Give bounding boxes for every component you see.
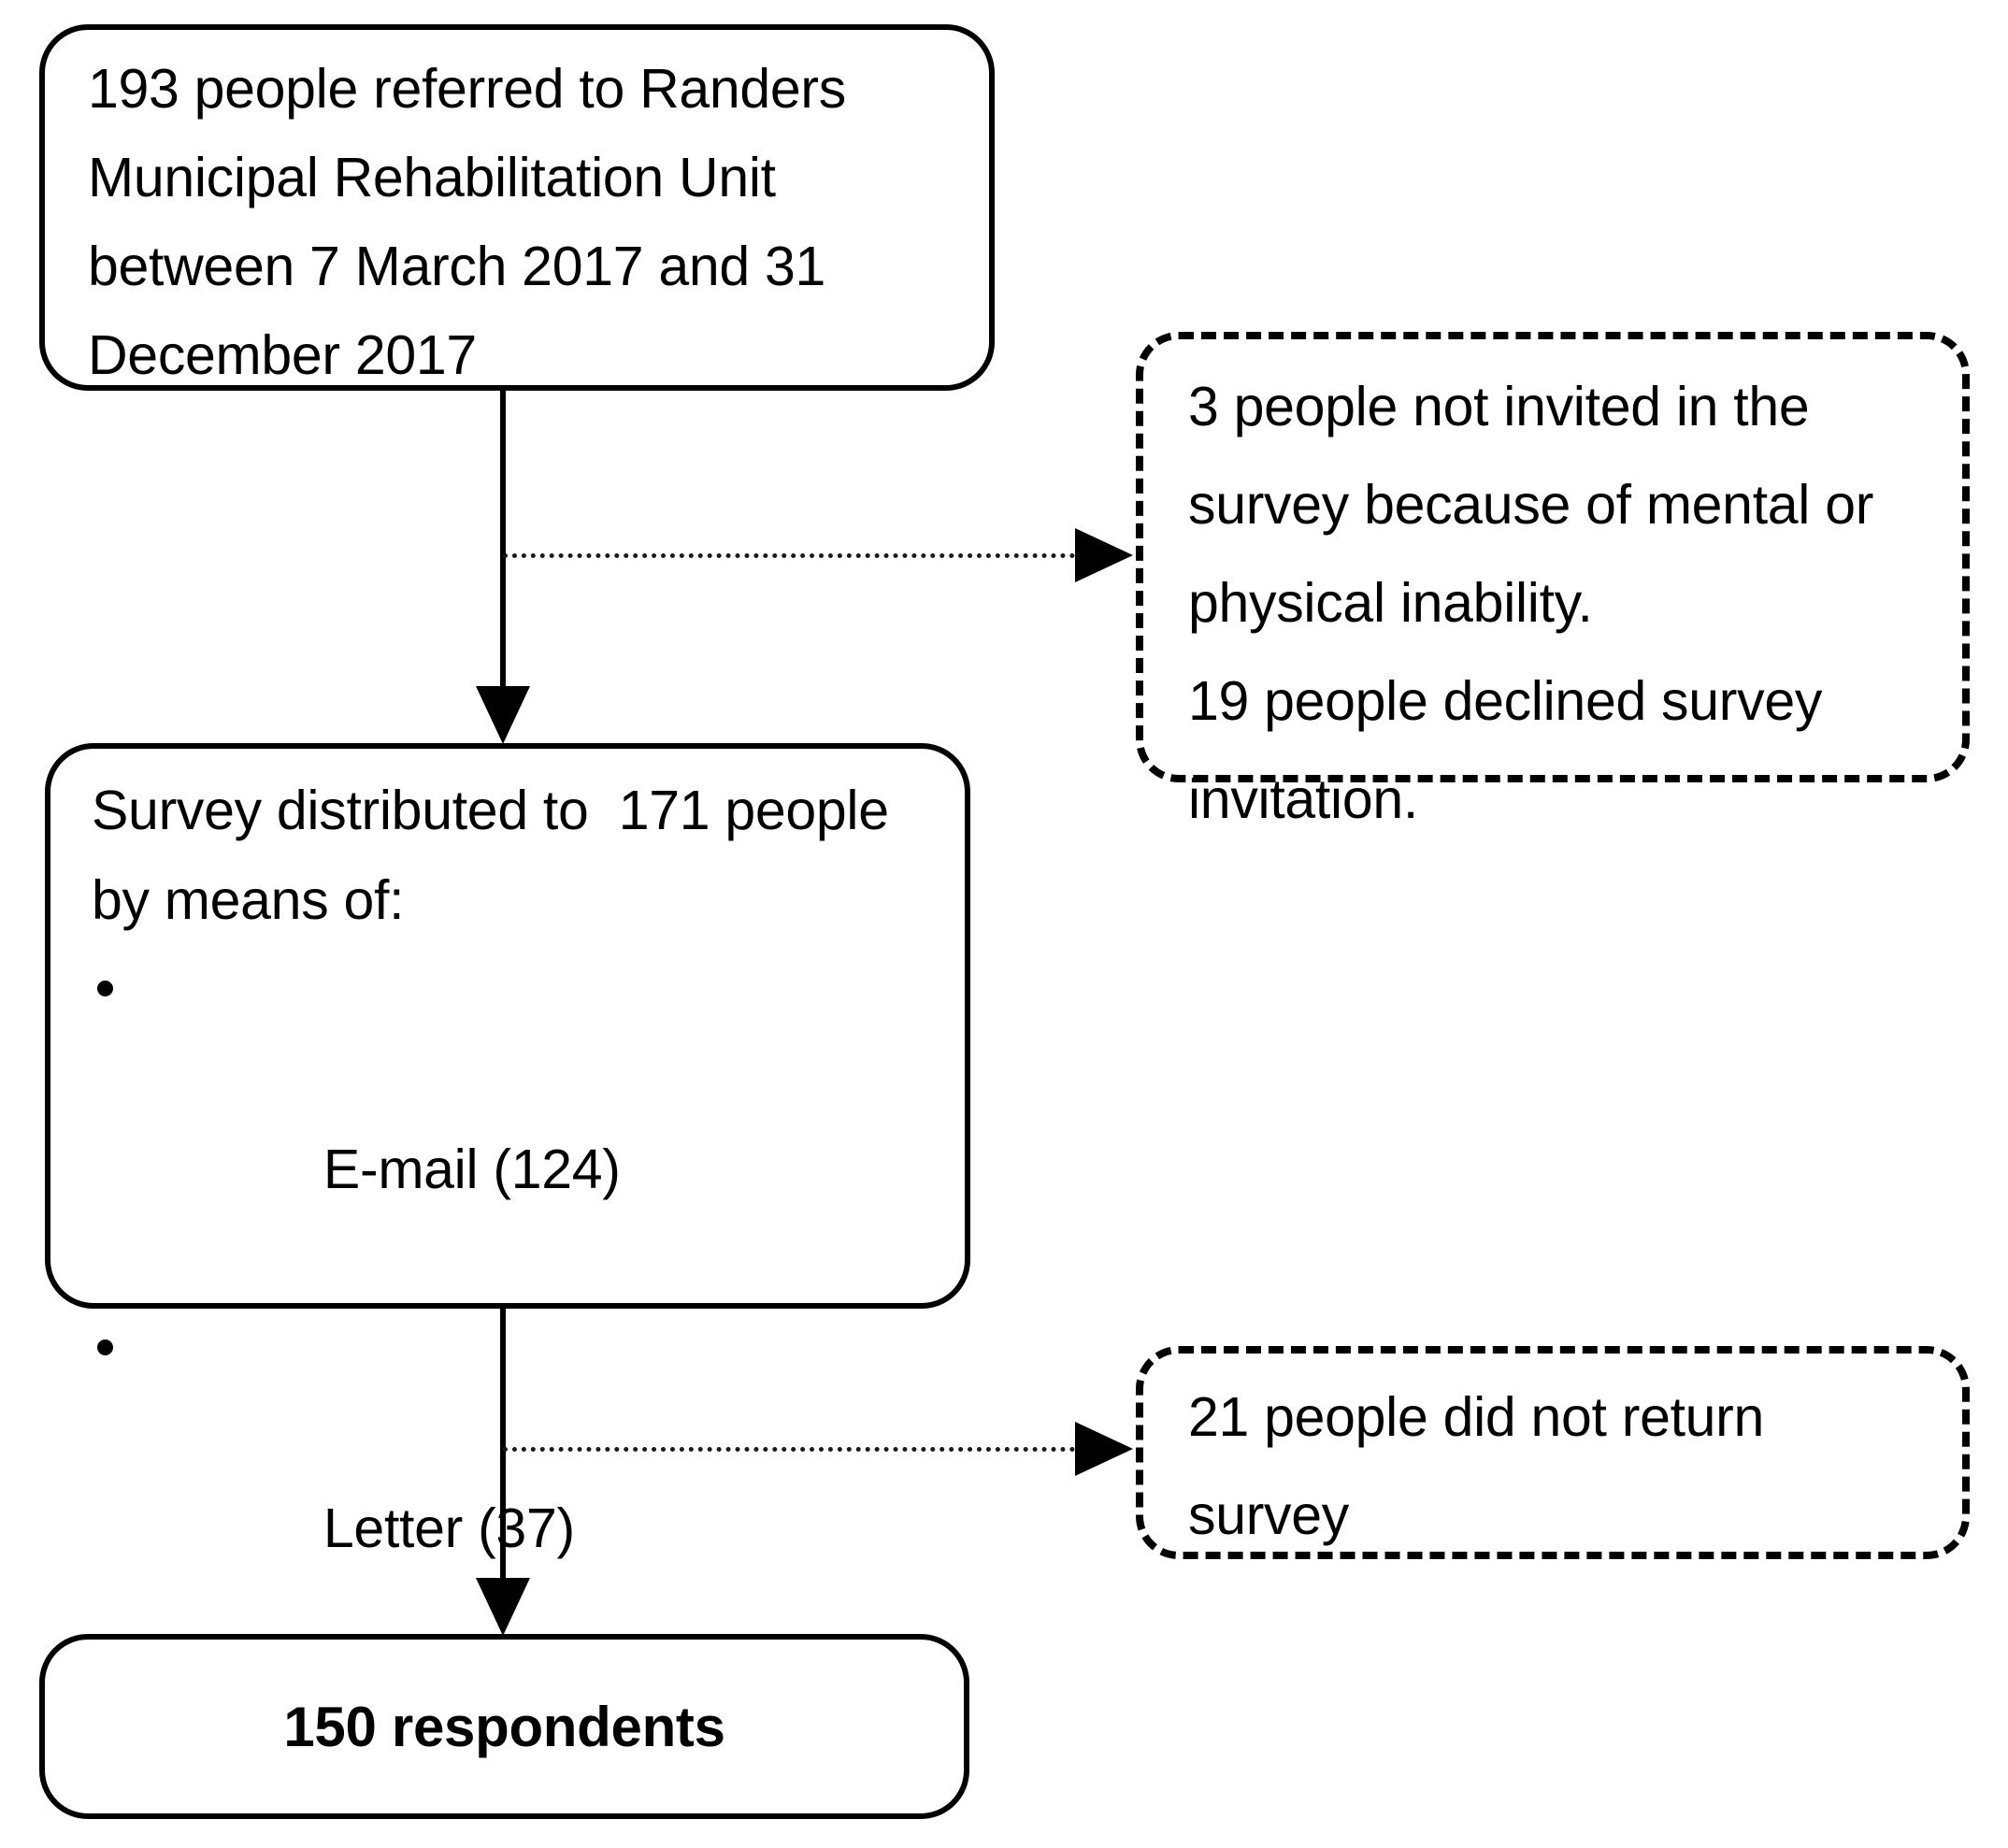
node-respondents-text: 150 respondents [283, 1695, 725, 1758]
list-item-letter: Letter (37) [92, 1304, 942, 1663]
node-respondents: 150 respondents [39, 1634, 969, 1819]
node-distributed: Survey distributed to 171 people by mean… [45, 743, 970, 1714]
node-excluded-1: 3 people not invited in the survey becau… [1136, 332, 1970, 830]
node-distributed-body: Survey distributed to 171 people by mean… [92, 766, 942, 1848]
node-referred-text: 193 people referred to Randers Municipal… [88, 58, 862, 386]
bullet-icon [97, 981, 113, 996]
node-excluded-2: 21 people did not return survey [1136, 1346, 1970, 1559]
list-item-label: Letter (37) [323, 1497, 575, 1559]
arrowhead-right-icon [1075, 1422, 1133, 1476]
edge-dotted-line [503, 553, 1075, 558]
arrowhead-right-icon [1075, 528, 1133, 582]
list-item-email: E-mail (124) [92, 945, 942, 1304]
bullet-icon [97, 1339, 113, 1355]
arrowhead-down-icon [476, 686, 530, 744]
distribution-method-list: E-mail (124) Letter (37) Telephone inter… [92, 945, 942, 1848]
node-distributed-lead: Survey distributed to 171 people by mean… [92, 780, 904, 931]
node-excluded-2-text: 21 people did not return survey [1188, 1386, 1780, 1546]
list-item-label: E-mail (124) [323, 1139, 621, 1200]
node-referred: 193 people referred to Randers Municipal… [39, 24, 995, 391]
node-excluded-1-text: 3 people not invited in the survey becau… [1188, 376, 1874, 830]
edge-line [500, 389, 506, 697]
